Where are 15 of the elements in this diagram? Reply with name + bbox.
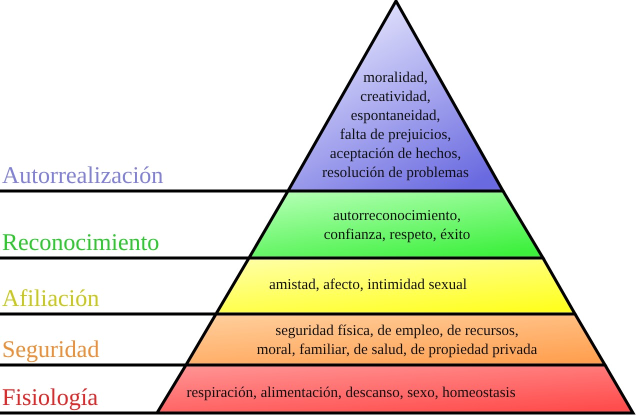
level-heading: Afiliación xyxy=(2,285,100,313)
level-description: respiración, alimentación, descanso, sexo, homeostasis xyxy=(186,385,516,401)
level-heading: Seguridad xyxy=(2,336,100,364)
level-heading: Reconocimiento xyxy=(2,229,160,257)
pyramid-tier xyxy=(0,314,605,365)
level-description: autorreconocimiento, confianza, respeto, éxito xyxy=(324,208,470,243)
pyramid-apex xyxy=(0,1,503,191)
level-description: seguridad física, de empleo, de recursos, moral, familiar, de salud, de propiedad privada xyxy=(256,323,538,358)
pyramid-tier xyxy=(0,191,543,258)
level-description: amistad, afecto, intimidad sexual xyxy=(269,277,467,293)
level-description: moralidad, creatividad, espontaneidad, falta de prejuicios, aceptación de hechos, resolución de problemas xyxy=(322,70,469,181)
level-heading: Autorrealización xyxy=(2,162,164,190)
level-heading: Fisiología xyxy=(2,384,98,412)
pyramid-tier xyxy=(0,365,633,413)
pyramid-tier xyxy=(0,258,575,314)
